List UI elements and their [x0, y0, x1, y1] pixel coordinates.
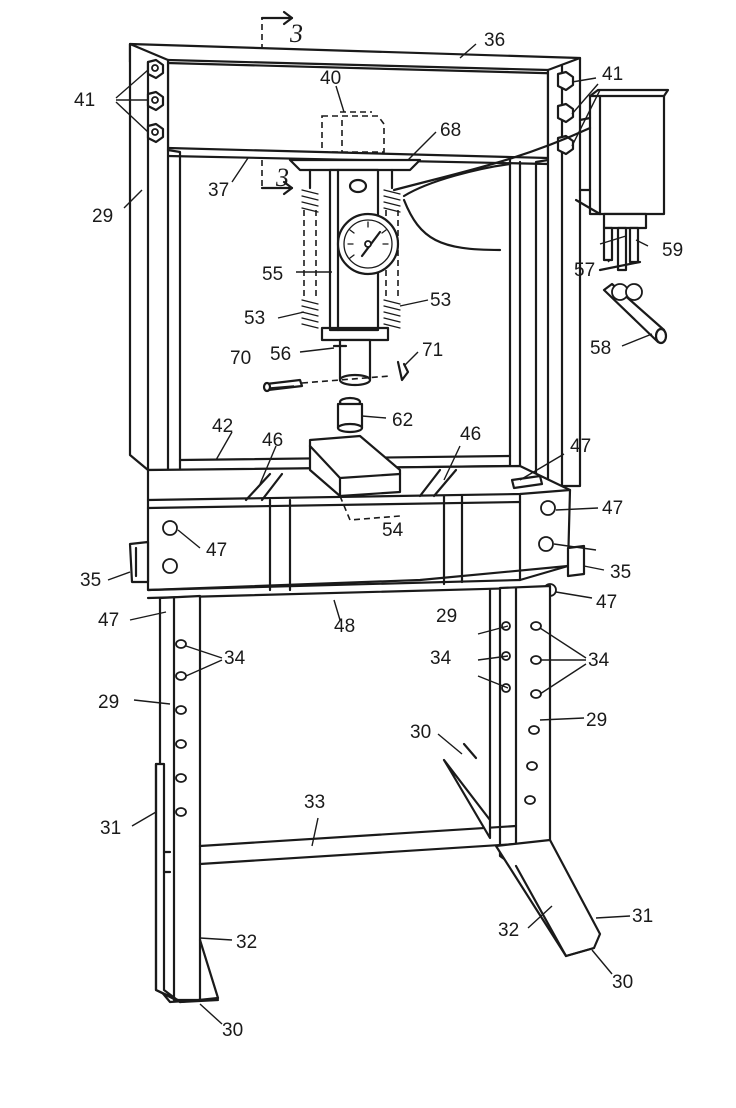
table-handles [128, 540, 586, 584]
label-62: 62 [392, 410, 413, 431]
label-30-right: 30 [612, 972, 633, 993]
label-47-top-right: 47 [570, 436, 591, 457]
label-53-left: 53 [244, 308, 265, 329]
label-34-mid: 34 [430, 648, 452, 669]
top-crossbar [128, 42, 582, 166]
right-upright [508, 56, 582, 488]
work-table [146, 464, 572, 600]
press-head [336, 396, 364, 434]
label-29-right-lower: 29 [586, 710, 607, 731]
bolts-left [146, 58, 165, 144]
label-31-left: 31 [100, 818, 121, 839]
label-46-right: 46 [460, 424, 481, 445]
label-30-mid: 30 [410, 722, 431, 743]
label-68: 68 [440, 120, 461, 141]
hydraulic-hose [392, 126, 592, 252]
label-59: 59 [662, 240, 683, 261]
label-32-left: 32 [236, 932, 257, 953]
leg-holes-right [501, 621, 542, 805]
label-29-left-lower: 29 [98, 692, 119, 713]
label-35-left: 35 [80, 570, 101, 591]
label-40: 40 [320, 68, 341, 89]
label-71: 71 [422, 340, 443, 361]
label-42: 42 [212, 416, 233, 437]
label-41-left: 41 [74, 90, 95, 111]
label-53-right: 53 [430, 290, 451, 311]
right-foot [442, 742, 602, 958]
label-29-upper: 29 [92, 206, 113, 227]
cylinder-mount-hidden [321, 111, 385, 153]
label-34-right: 34 [588, 650, 610, 671]
label-55: 55 [262, 264, 283, 285]
pressure-gauge [336, 212, 400, 276]
label-47-lower-right: 47 [596, 592, 617, 613]
spring-left [301, 168, 319, 329]
label-58: 58 [590, 338, 611, 359]
label-46-left: 46 [262, 430, 283, 451]
pump-reservoir [574, 88, 670, 345]
left-foot [154, 762, 220, 1004]
label-30-left: 30 [222, 1020, 243, 1041]
mounting-plate [288, 158, 422, 172]
label-35-right: 35 [610, 562, 631, 583]
bottom-crossbar [198, 824, 518, 866]
label-70: 70 [230, 348, 251, 369]
leader-lines [107, 43, 653, 1025]
reference-numerals: 41 41 36 40 68 37 29 55 53 53 56 70 71 6… [74, 30, 683, 1041]
label-48: 48 [334, 616, 355, 637]
label-56: 56 [270, 344, 291, 365]
workpiece [308, 434, 402, 521]
left-leg-lower [158, 594, 202, 1004]
label-47-right: 47 [602, 498, 623, 519]
label-41-right: 41 [602, 64, 623, 85]
leg-holes-left [175, 639, 187, 817]
section-marker-top: 3 [260, 10, 303, 50]
svg-text:3: 3 [275, 163, 289, 192]
label-54: 54 [382, 520, 404, 541]
label-34-left: 34 [224, 648, 246, 669]
label-37: 37 [208, 180, 229, 201]
bed-plates [244, 468, 458, 502]
svg-text:3: 3 [289, 19, 303, 48]
label-47-lower-left: 47 [98, 610, 119, 631]
section-marker-mid: 3 [260, 160, 294, 196]
label-36: 36 [484, 30, 505, 51]
label-57: 57 [574, 260, 595, 281]
bolts-right [556, 70, 575, 156]
label-29-right-mid: 29 [436, 606, 457, 627]
label-31-right: 31 [632, 906, 653, 927]
label-33: 33 [304, 792, 325, 813]
label-32-right: 32 [498, 920, 519, 941]
label-47-left: 47 [206, 540, 227, 561]
piston [332, 338, 372, 387]
